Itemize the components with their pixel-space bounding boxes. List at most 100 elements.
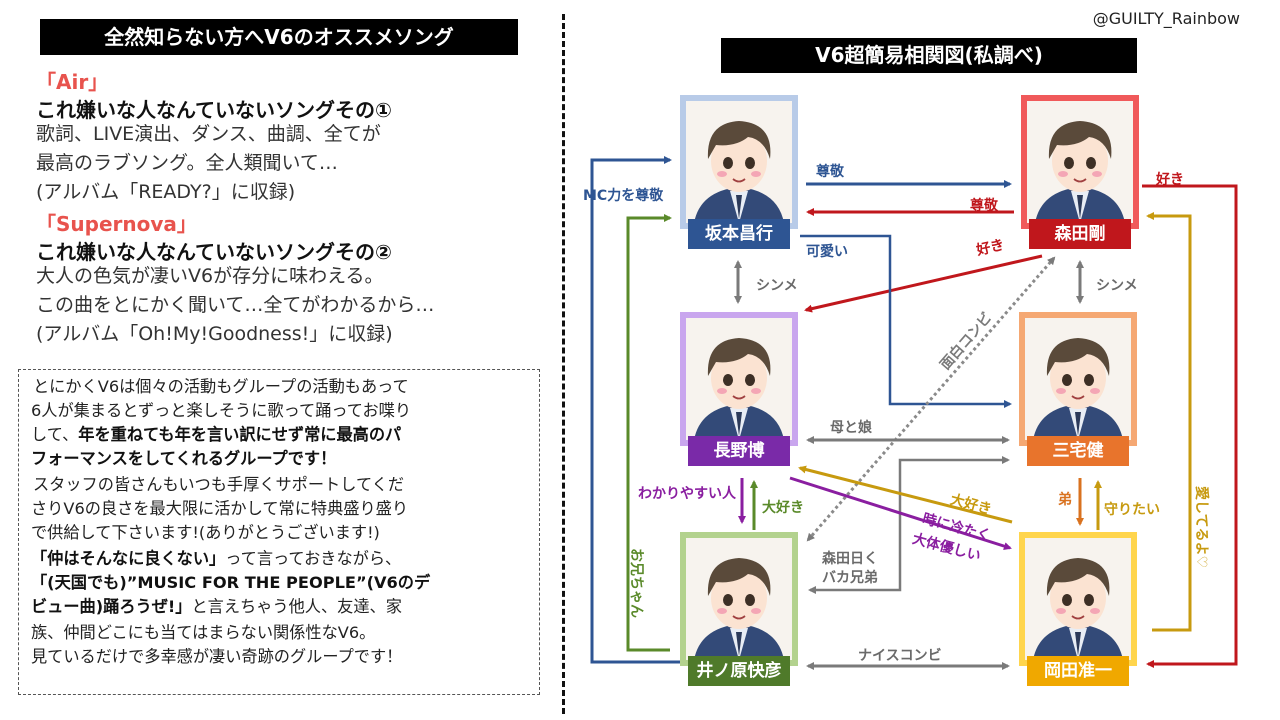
label-nice-combi: ナイスコンビ: [858, 648, 942, 664]
portrait-blush-left: [1056, 608, 1066, 614]
portrait-eye-right: [1084, 594, 1094, 606]
portrait-eye-right: [1086, 157, 1096, 169]
portrait-tie: [736, 412, 742, 436]
member-name-inohara: 井ノ原快彦: [688, 656, 790, 686]
arrow-nagano-okada: [789, 476, 1012, 550]
member-portrait-okada: [1019, 532, 1137, 666]
label-sonkei-2: 尊敬: [970, 197, 999, 214]
portrait-mouth: [1071, 395, 1085, 400]
song-desc-1-line-1: 歌詞、LIVE演出、ダンス、曲調、全てが: [36, 123, 381, 145]
note-line: 見ているだけで多幸感が凄い奇跡のグループです！: [31, 647, 403, 666]
label-sonkei-1: 尊敬: [816, 163, 845, 180]
member-portrait-sakamoto: [680, 95, 798, 229]
arrow-morita-okada: [1142, 184, 1238, 668]
portrait-hair: [707, 121, 771, 159]
label-baka-kyodai: バカ兄弟: [822, 569, 878, 586]
portrait-mouth: [732, 178, 746, 183]
portrait-blush-left: [717, 608, 727, 614]
note-line: して、年を重ねても年を言い訳にせず常に最高のパ: [31, 424, 401, 446]
label-kawaii: 可愛い: [806, 243, 848, 260]
author-credit: @GUILTY_Rainbow: [1092, 9, 1240, 28]
diagram-title: V6超簡易相関図(私調べ): [721, 38, 1137, 73]
portrait-tie: [736, 195, 742, 219]
label-omoshiro-combi: 面白コンビ: [937, 309, 996, 373]
arrow-morita-nagano: [804, 254, 1043, 313]
portrait-face: [711, 130, 767, 192]
member-portrait-nagano: [680, 312, 798, 446]
label-wakari-yasui: わかりやすい人: [638, 485, 737, 502]
label-daisuki-1: 大好き: [762, 499, 804, 516]
note-line: スタッフの皆さんもいつも手厚くサポートしてくだ: [33, 475, 405, 494]
note-line: 族、仲間どこにも当てはまらない関係性なV6。: [31, 623, 376, 642]
label-otouto: 弟: [1058, 491, 1072, 508]
note-line: で供給して下さいます!(ありがとうございます!): [31, 523, 380, 542]
portrait-hair: [707, 558, 771, 596]
portrait-tie: [736, 632, 742, 656]
portrait-face: [1050, 567, 1106, 629]
song-headline-1: これ嫌いな人なんていないソングその①: [36, 98, 392, 122]
portrait-blush-left: [717, 388, 727, 394]
portrait-blush-right: [751, 388, 761, 394]
note-text: って言っておきながら、: [225, 549, 402, 568]
note-line: 6人が集まるとずっと楽しそうに歌って踊ってお喋り: [31, 401, 412, 420]
portrait-hair: [1046, 338, 1110, 376]
portrait-face: [711, 347, 767, 409]
song-desc-2-line-3: (アルバム「Oh!My!Goodness!」に収録): [36, 323, 393, 345]
portrait-tie: [1075, 632, 1081, 656]
member-name-sakamoto: 坂本昌行: [688, 219, 790, 249]
portrait-eye-right: [745, 594, 755, 606]
label-morita-iwaku: 森田日く: [822, 550, 878, 567]
note-text: して、: [31, 425, 79, 444]
portrait-eye-left: [723, 594, 733, 606]
portrait-blush-right: [1090, 608, 1100, 614]
label-shinme-1: シンメ: [756, 278, 798, 294]
portrait-blush-left: [717, 171, 727, 177]
panel-divider: [562, 14, 565, 714]
arrow-oniichan: [626, 214, 672, 652]
portrait-eye-left: [1062, 374, 1072, 386]
member-portrait-morita: [1021, 95, 1139, 229]
label-mc-sonkei: MC力を尊敬: [583, 187, 664, 204]
song-title-air: 「Air」: [36, 70, 109, 94]
portrait-blush-left: [1056, 388, 1066, 394]
portrait-face: [711, 567, 767, 629]
note-line: フォーマンスをしてくれるグループです！: [31, 448, 336, 470]
arrow-okada-morita: [1146, 212, 1192, 632]
portrait-face: [1052, 130, 1108, 192]
song-desc-2-line-2: この曲をとにかく聞いて…全てがわかるから…: [36, 294, 435, 316]
portrait-eye-left: [723, 157, 733, 169]
label-suki-2: 好き: [1155, 171, 1184, 188]
note-box: とにかくV6は個々の活動もグループの活動もあって 6人が集まるとずっと楽しそうに…: [18, 369, 540, 695]
member-name-morita: 森田剛: [1029, 219, 1131, 249]
label-mamoritai: 守りたい: [1104, 501, 1160, 518]
portrait-blush-left: [1058, 171, 1068, 177]
portrait-eye-left: [1064, 157, 1074, 169]
portrait-blush-right: [1090, 388, 1100, 394]
song-desc-1-line-3: (アルバム「READY?」に収録): [36, 181, 296, 203]
left-panel-title: 全然知らない方へV6のオススメソング: [40, 19, 518, 55]
note-line: とにかくV6は個々の活動もグループの活動もあって: [33, 377, 409, 396]
member-portrait-inohara: [680, 532, 798, 666]
note-line: 「仲はそんなに良くない」って言っておきながら、: [31, 548, 401, 570]
note-emphasis: フォーマンスをしてくれるグループです！: [31, 449, 337, 468]
note-emphasis: 「仲はそんなに良くない」: [31, 549, 226, 568]
label-aishiteru: 愛してるよ♡: [1193, 486, 1210, 568]
label-oniichan: お兄ちゃん: [628, 548, 644, 618]
note-line: ビュー曲)踊ろうぜ!」と言えちゃう他人、友達、家: [31, 596, 402, 618]
portrait-mouth: [732, 615, 746, 620]
arrow-okada-nagano: [798, 465, 1013, 524]
label-shinme-2: シンメ: [1096, 278, 1138, 294]
song-headline-2: これ嫌いな人なんていないソングその②: [36, 240, 392, 264]
member-name-nagano: 長野博: [688, 436, 790, 466]
label-suki-1: 好き: [974, 236, 1006, 259]
portrait-blush-right: [1092, 171, 1102, 177]
portrait-eye-right: [745, 157, 755, 169]
portrait-hair: [1046, 558, 1110, 596]
portrait-tie: [1075, 412, 1081, 436]
note-emphasis: 「(天国でも)”MUSIC FOR THE PEOPLE”(V6のデ: [31, 573, 431, 592]
portrait-hair: [707, 338, 771, 376]
arrow-inohara-sakamoto: [590, 156, 680, 664]
note-line: 「(天国でも)”MUSIC FOR THE PEOPLE”(V6のデ: [31, 572, 430, 594]
portrait-blush-right: [751, 171, 761, 177]
